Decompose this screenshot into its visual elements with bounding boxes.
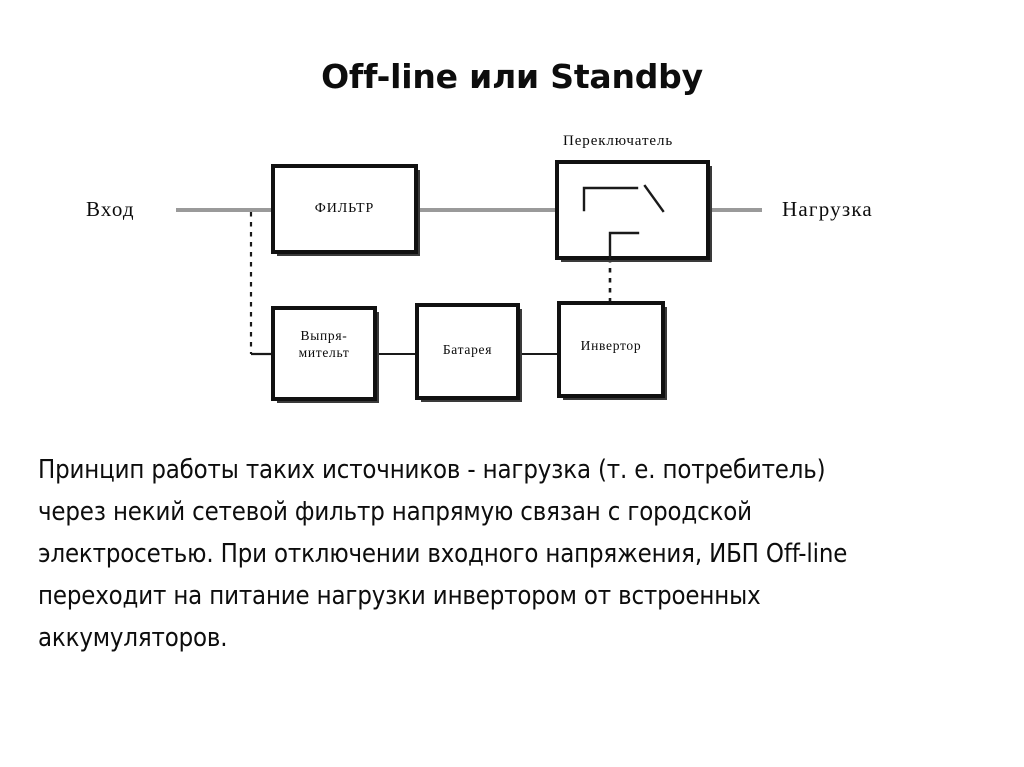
input-tap-dashed-branch (249, 212, 274, 356)
body-line-5: аккумуляторов. (38, 623, 228, 653)
body-line-2: через некий сетевой фильтр напрямую связ… (38, 497, 752, 527)
body-line-4: переходит на питание нагрузки инвертором… (38, 581, 761, 611)
block-switch[interactable] (555, 160, 712, 262)
body-line-1: Принцип работы таких источников - нагруз… (38, 455, 826, 485)
block-rectifier[interactable] (271, 306, 379, 403)
block-label-rectifier-line1: Выпря- (300, 328, 348, 343)
block-label-rectifier-line2: мительт (298, 345, 350, 360)
block-battery[interactable] (415, 303, 522, 402)
switch-contact-schematic (582, 184, 665, 260)
body-paragraph: Принцип работы таких источников - нагруз… (38, 449, 938, 659)
page-title: Off-line или Standby (321, 57, 703, 96)
block-label-rectifier: Выпря- мительт (273, 327, 375, 361)
block-label-inverter: Инвертор (580, 338, 642, 353)
diagram-caption-switch: Переключатель (563, 133, 674, 149)
diagram-svg (176, 160, 762, 403)
diagram-label-input: Вход (86, 197, 135, 221)
block-diagram: Вход Нагрузка Переключатель ФИЛЬТР Выпря… (86, 133, 873, 403)
block-label-battery: Батарея (442, 342, 493, 357)
body-line-3: электросетью. При отключении входного на… (38, 539, 848, 569)
block-inverter[interactable] (557, 301, 667, 400)
block-label-filter: ФИЛЬТР (314, 201, 375, 216)
block-filter[interactable] (271, 164, 420, 256)
diagram-label-output: Нагрузка (782, 197, 873, 221)
